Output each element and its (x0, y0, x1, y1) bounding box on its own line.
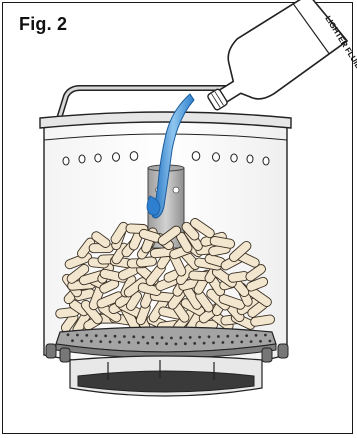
grate-hole (104, 335, 107, 338)
grate-hole (250, 340, 253, 343)
grate-hole (67, 333, 70, 336)
grate-hole (240, 341, 243, 344)
grate-hole (90, 340, 93, 343)
grate-hole (127, 341, 130, 344)
grate-hole (95, 334, 98, 337)
grate-hole (231, 341, 234, 344)
grate-hole (76, 334, 79, 337)
grate-hole (255, 334, 258, 337)
grate-hole (165, 342, 168, 345)
grate-hole (142, 336, 145, 339)
grate-hole (198, 336, 201, 339)
grate-hole (114, 335, 117, 338)
grate-hole (212, 341, 215, 344)
grate-hole (118, 341, 121, 344)
grate-hole (222, 341, 225, 344)
grate-hole (259, 340, 262, 343)
grate-hole (156, 342, 159, 345)
grate-hole (109, 341, 112, 344)
grate-hole (146, 342, 149, 345)
grate-hole (264, 334, 267, 337)
grate-hole (71, 339, 74, 342)
grate-hole (151, 336, 154, 339)
grate-hole (217, 335, 220, 338)
grate-hole (132, 335, 135, 338)
grate-hole (85, 334, 88, 337)
grate-hole (184, 342, 187, 345)
base-dish (70, 356, 262, 396)
grate-hole (189, 336, 192, 339)
grate-hole (226, 335, 229, 338)
grate-hole (236, 335, 239, 338)
grate-hole (203, 342, 206, 345)
grate-hole (81, 340, 84, 343)
grate-hole (170, 337, 173, 340)
grate-hole (123, 335, 126, 338)
grate-hole (179, 336, 182, 339)
grate-hole (269, 340, 272, 343)
grate-hole (137, 341, 140, 344)
grate-hole (208, 335, 211, 338)
grate-hole (245, 334, 248, 337)
grate-hole (99, 340, 102, 343)
grate-hole (161, 336, 164, 339)
grate (56, 327, 276, 358)
grate-hole (193, 342, 196, 345)
grate-hole (175, 343, 178, 346)
